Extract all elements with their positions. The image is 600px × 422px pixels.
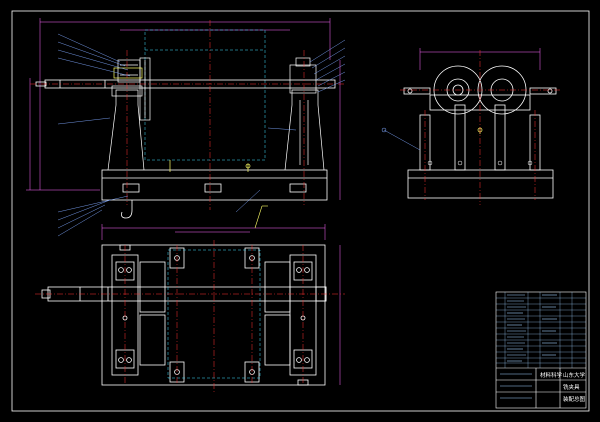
title-block: 材料科学 山东大学 铣夹具 装配总图 xyxy=(495,291,587,409)
title-block-institution: 山东大学 xyxy=(563,371,586,379)
title-block-drawing-title: 铣夹具 xyxy=(563,383,580,391)
side-view xyxy=(381,48,560,205)
title-block-school: 材料科学 xyxy=(540,371,563,379)
title-block-drawing-number: 装配总图 xyxy=(563,395,586,403)
drawing-frame xyxy=(11,10,590,412)
top-view xyxy=(35,205,345,392)
front-view xyxy=(26,18,346,237)
